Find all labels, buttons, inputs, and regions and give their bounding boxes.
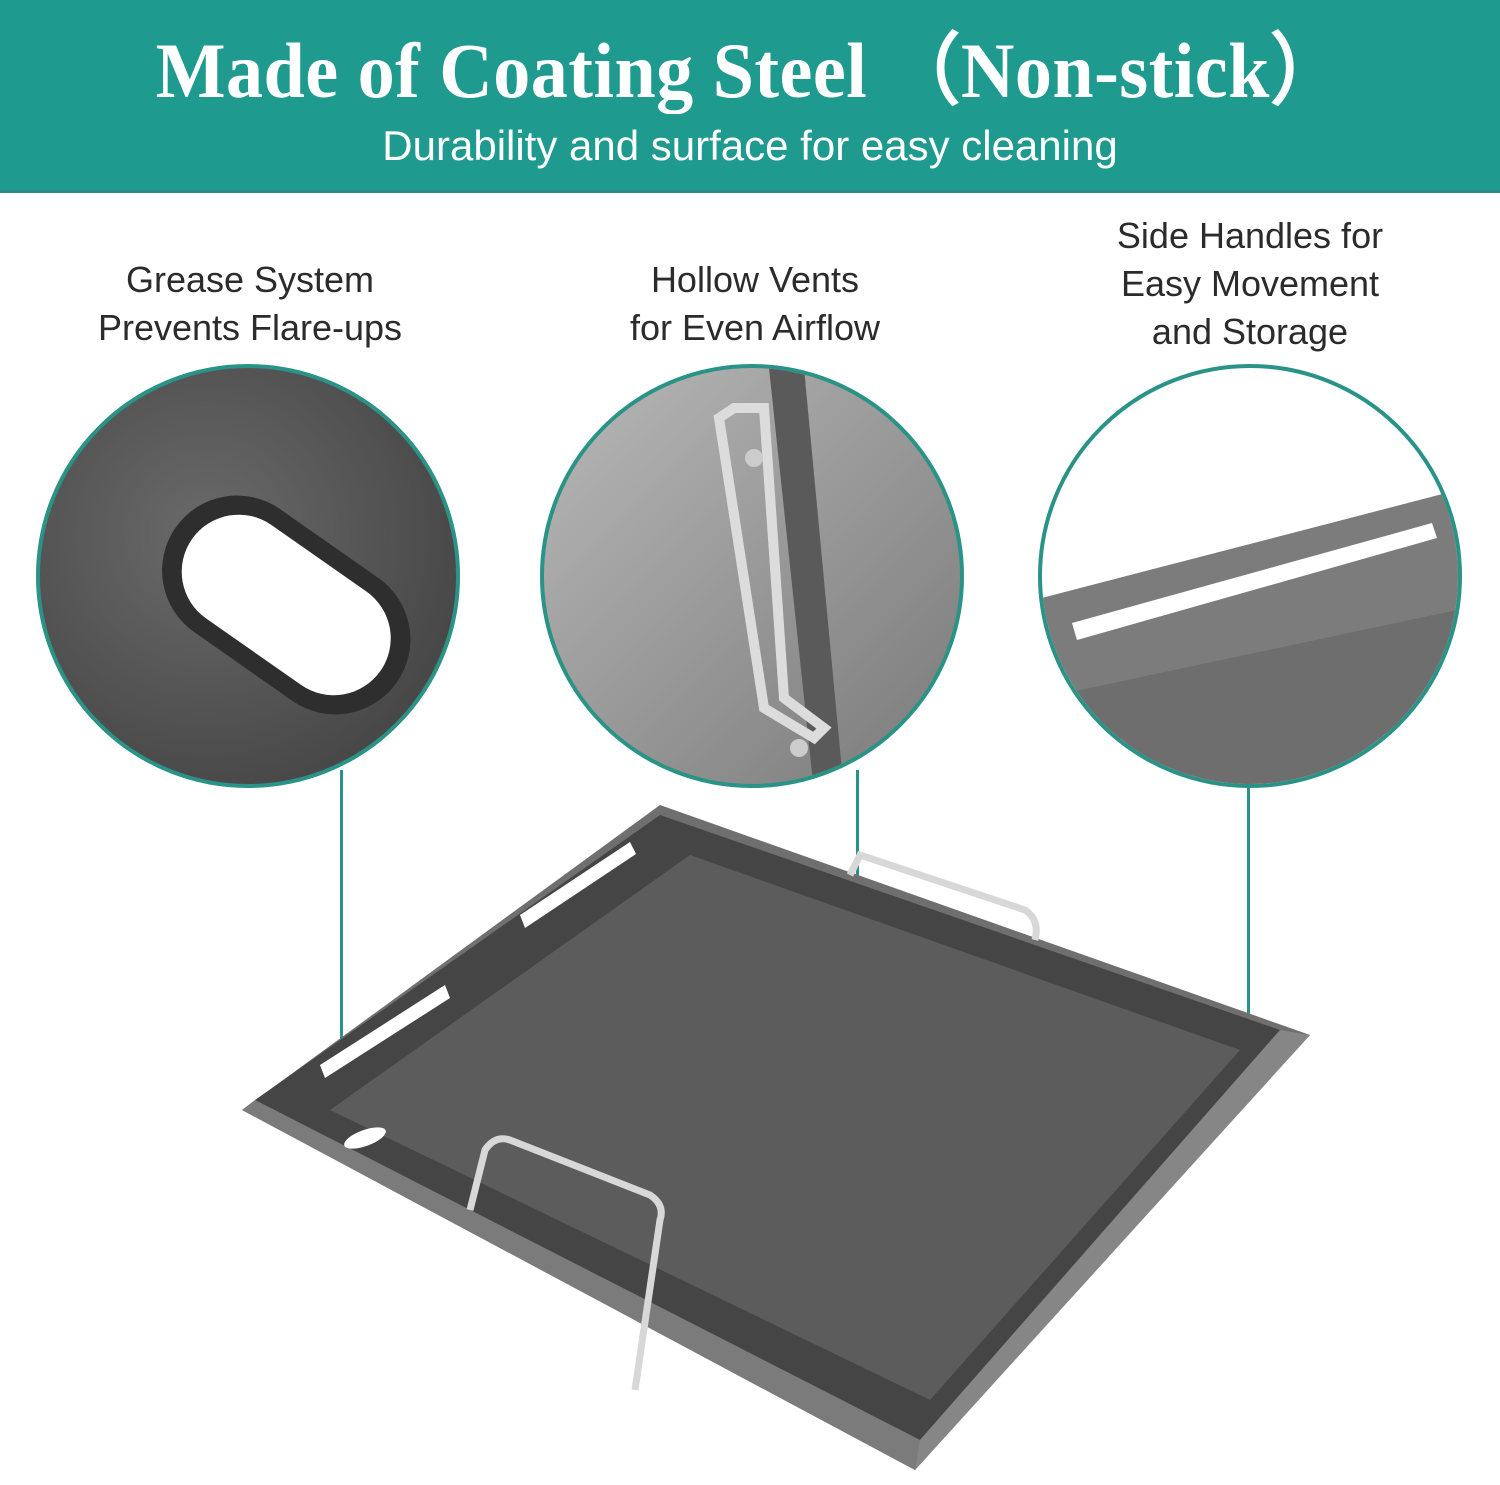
connector-line-handles	[1247, 785, 1250, 1065]
feature-label-vents: Hollow Vents for Even Airflow	[540, 256, 970, 352]
feature-label-line: Hollow Vents	[650, 259, 860, 300]
grease-hole-icon	[162, 495, 411, 715]
feature-label-line: for Even Airflow	[629, 307, 881, 348]
feature-label-grease: Grease System Prevents Flare-ups	[40, 256, 460, 352]
feature-label-line: Side Handles for	[1116, 215, 1384, 256]
feature-label-handles: Side Handles for Easy Movement and Stora…	[1030, 212, 1470, 356]
header-banner: Made of Coating Steel （Non-stick） Durabi…	[0, 0, 1500, 193]
connector-line-vents	[856, 770, 859, 895]
feature-label-line: Prevents Flare-ups	[97, 307, 403, 348]
handle-icon	[713, 368, 844, 784]
banner-title: Made of Coating Steel （Non-stick）	[155, 27, 1345, 114]
vent-closeup-circle	[1038, 364, 1462, 788]
banner-subtitle: Durability and surface for easy cleaning	[382, 122, 1118, 169]
vent-slot-icon	[1042, 490, 1458, 784]
connector-line-grease	[340, 770, 343, 1135]
feature-label-line: and Storage	[1151, 311, 1349, 352]
handle-closeup-circle	[540, 364, 964, 788]
feature-label-line: Easy Movement	[1120, 263, 1380, 304]
griddle-tray-image	[242, 805, 1310, 1470]
feature-label-line: Grease System	[125, 259, 375, 300]
grease-closeup-circle	[36, 364, 460, 788]
